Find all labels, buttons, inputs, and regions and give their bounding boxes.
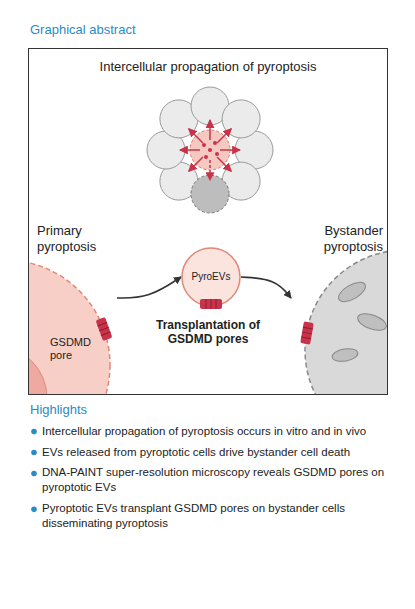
highlight-text: EVs released from pyroptotic cells drive… <box>42 445 387 460</box>
bullet-dot <box>31 450 37 456</box>
transfer-arrow <box>117 277 181 298</box>
highlight-text: Pyroptotic EVs transplant GSDMD pores on… <box>42 501 387 531</box>
process-label: Transplantation of GSDMD pores <box>152 318 264 347</box>
section-title: Highlights <box>30 402 230 418</box>
primary-cell-node: Primary pyroptosis <box>37 223 117 373</box>
node-label: PyroEVs <box>192 271 231 283</box>
pore-dot <box>202 143 206 147</box>
ev-circle: PyroEVs <box>181 247 241 307</box>
bystander-cell <box>305 250 387 394</box>
bullet-dot <box>31 471 37 477</box>
part-label: GSDMD pore <box>50 336 98 362</box>
pore-dot <box>208 148 212 152</box>
gsdmd-pore <box>300 321 314 344</box>
spread-arrow <box>180 149 200 151</box>
bullet-dot <box>31 429 37 435</box>
spread-arrow <box>217 129 231 143</box>
spread-arrow <box>217 157 231 171</box>
spread-arrow <box>189 157 203 171</box>
primary-cell <box>29 260 110 394</box>
pore-dot <box>213 141 217 145</box>
bullet-dot <box>31 507 37 513</box>
spread-arrow <box>189 129 203 143</box>
section-title: Graphical abstract <box>30 22 136 37</box>
highlight-text: Intercellular propagation of pyroptosis … <box>42 424 387 439</box>
pore-dot <box>204 155 208 159</box>
spread-arrow <box>209 120 211 140</box>
panel-heading: Intercellular propagation of pyroptosis <box>37 59 379 75</box>
spread-arrow <box>209 160 211 180</box>
gsdmd-pore <box>200 299 222 309</box>
gsdmd-pore <box>96 317 113 341</box>
spread-arrow <box>220 149 240 151</box>
transfer-arrow <box>241 277 291 298</box>
node-label: Bystander pyroptosis <box>291 223 383 254</box>
bystander-cell-node: Bystander pyroptosis <box>291 223 383 373</box>
dead-cell <box>191 175 229 213</box>
node-label: Primary pyroptosis <box>37 223 117 254</box>
cell-cluster <box>147 87 273 213</box>
pore-dot <box>215 152 219 156</box>
highlight-text: DNA-PAINT super-resolution microscopy re… <box>42 465 387 495</box>
